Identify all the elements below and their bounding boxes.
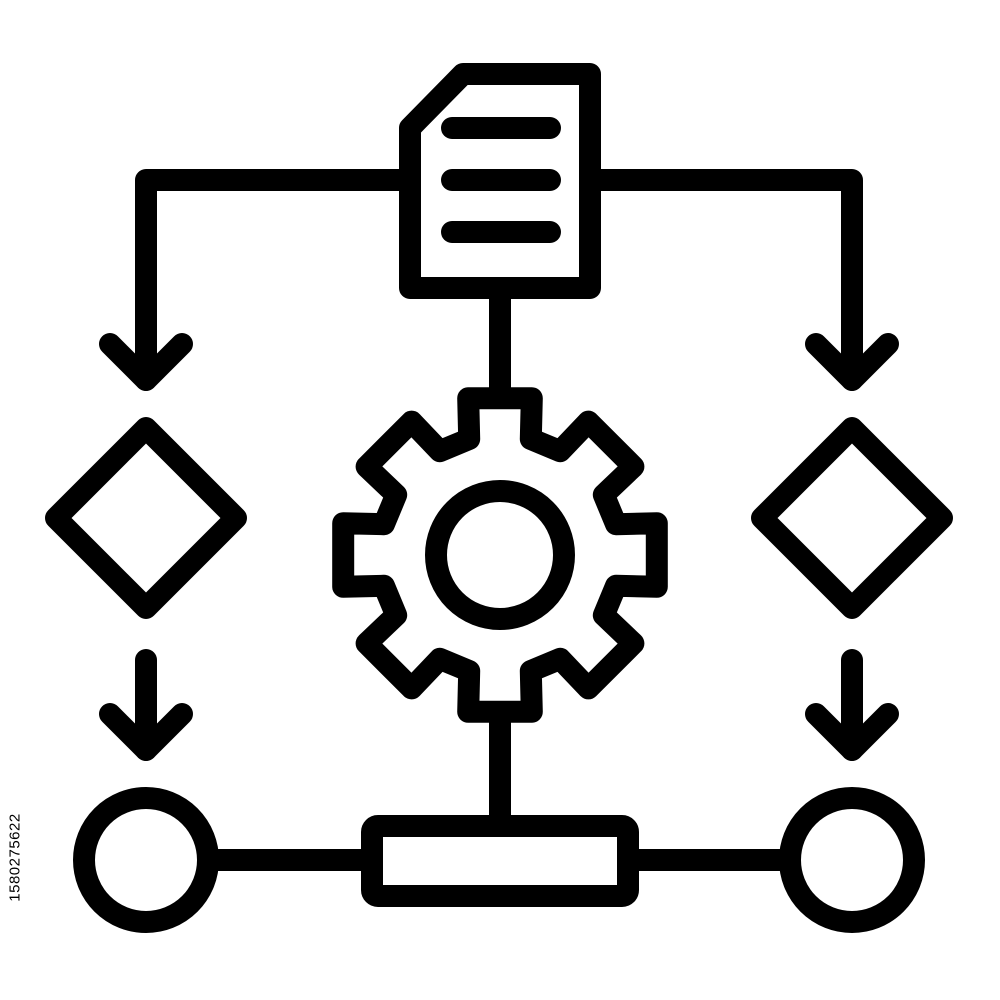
terminal-circle-right bbox=[779, 787, 925, 933]
arrowhead-right-top bbox=[805, 333, 899, 391]
connector-right-branch bbox=[579, 169, 863, 391]
stock-id-label: 1580275622 bbox=[2, 752, 28, 962]
arrow-down-icon bbox=[99, 333, 899, 391]
lower-arrows bbox=[99, 649, 899, 761]
gear-icon bbox=[332, 387, 668, 723]
arrowhead-left-top bbox=[99, 333, 193, 391]
top-connectors bbox=[135, 169, 863, 837]
decision-diamond-right bbox=[751, 417, 953, 619]
connector-left-branch bbox=[135, 169, 421, 391]
gear-outline bbox=[332, 387, 668, 723]
decision-diamond-left bbox=[45, 417, 247, 619]
stock-id-text: 1580275622 bbox=[6, 812, 24, 902]
decision-diamonds bbox=[45, 417, 953, 619]
process-bar bbox=[361, 815, 639, 907]
document-icon bbox=[399, 63, 601, 299]
bottom-row bbox=[73, 787, 925, 933]
terminal-circle-left bbox=[73, 787, 219, 933]
gear-hub bbox=[425, 480, 575, 630]
arrowhead-right-lower bbox=[805, 703, 899, 761]
arrowhead-left-lower bbox=[99, 703, 193, 761]
